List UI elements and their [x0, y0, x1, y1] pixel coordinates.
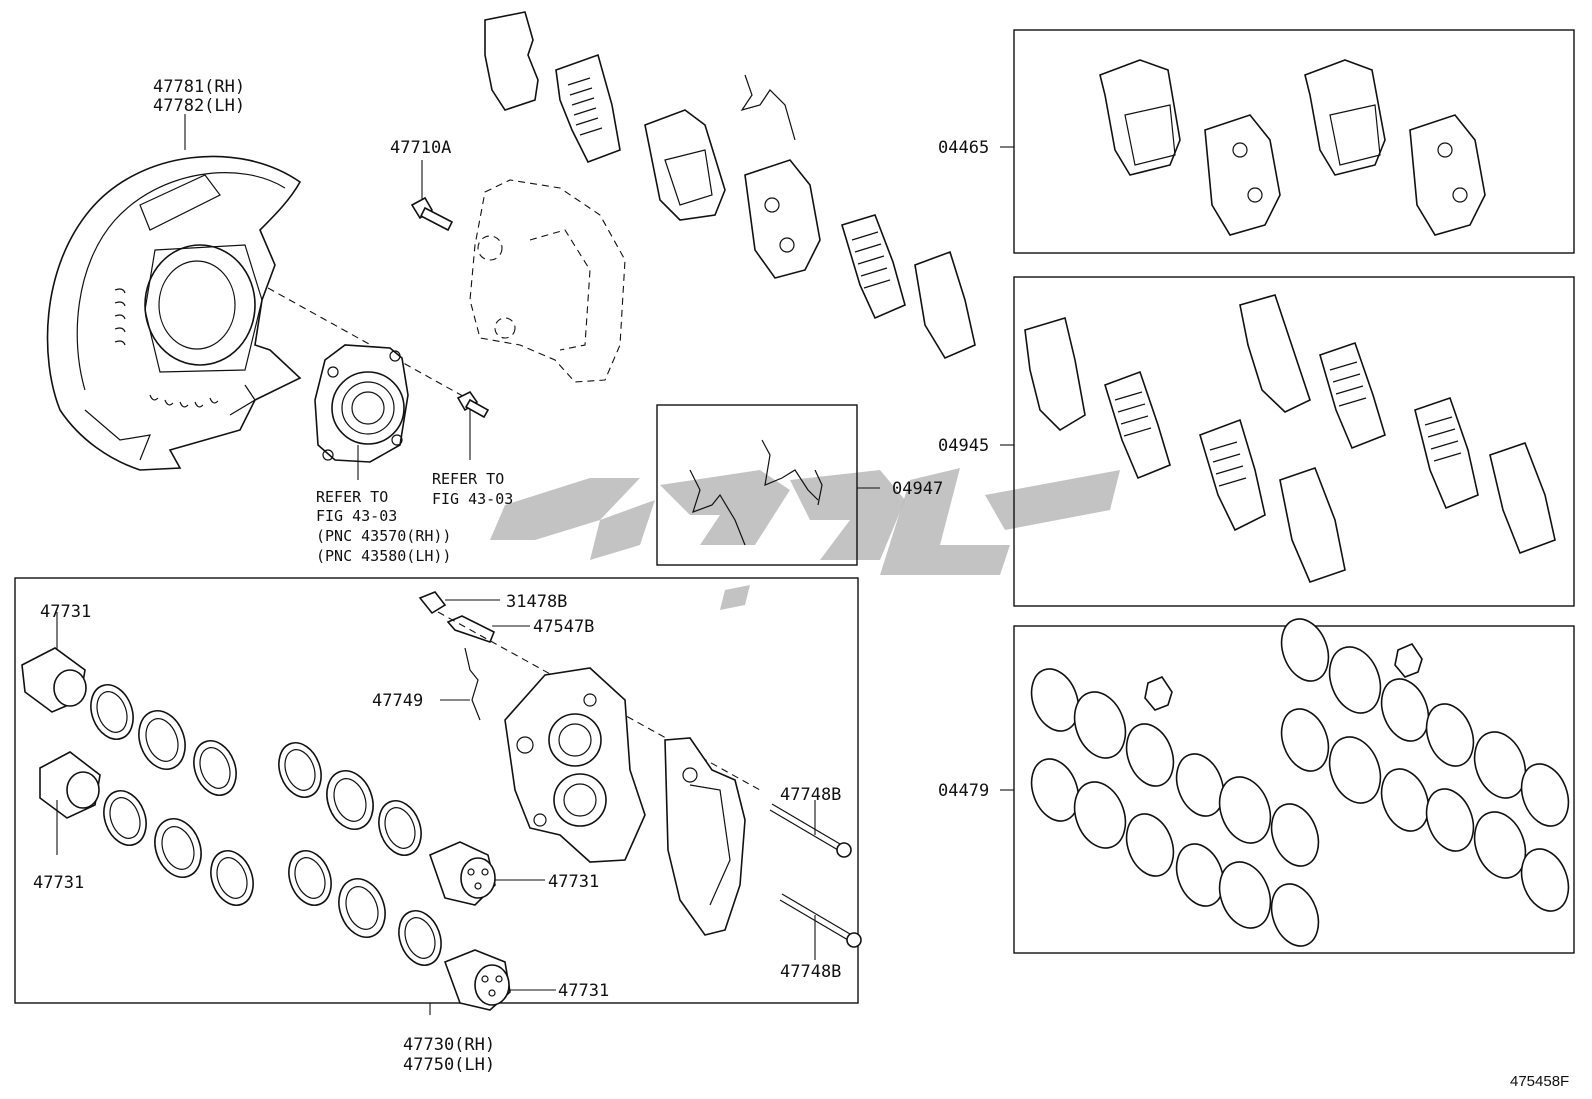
label-refer1-line1: REFER TO — [316, 488, 388, 506]
label-piston-bottom-left: 47731 — [33, 873, 84, 893]
label-pin-lower: 47748B — [780, 962, 841, 982]
box-04947 — [656, 404, 858, 566]
label-kit-04479: 04479 — [938, 781, 989, 801]
spring-47749 — [440, 647, 481, 721]
bolt-47710a — [410, 160, 454, 232]
top-pad-sequence — [484, 11, 976, 360]
label-bleeder-47547b: 47547B — [533, 617, 594, 637]
box-04945 — [1013, 276, 1575, 607]
label-cap-31478b: 31478B — [506, 592, 567, 612]
caliper-pad — [664, 737, 746, 936]
hub-bearing — [314, 344, 409, 463]
watermark-logo — [490, 468, 1120, 610]
pin-lower — [779, 893, 862, 960]
hub-bolt — [456, 390, 490, 460]
dust-cover — [46, 155, 302, 471]
bleeder-screw — [446, 615, 530, 644]
anti-rattle-clips — [689, 439, 823, 546]
caliper-body — [504, 667, 646, 863]
bleeder-cap — [418, 591, 500, 615]
piston-mid — [428, 841, 545, 906]
label-bolt-47710a: 47710A — [390, 138, 451, 158]
seal-rings-left — [90, 684, 254, 906]
label-pin-upper: 47748B — [780, 785, 841, 805]
box-04465 — [1013, 29, 1575, 254]
box-caliper-assembly — [14, 577, 859, 1004]
shims-04945 — [1024, 294, 1556, 583]
label-dust-cover-lh: 47782(LH) — [153, 96, 245, 116]
caliper-outline-upper — [469, 179, 626, 383]
label-spring-47749: 47749 — [372, 691, 423, 711]
label-refer1-line2: FIG 43-03 — [316, 507, 397, 525]
label-refer1-line3: (PNC 43570(RH)) — [316, 527, 451, 545]
pads-04465 — [1099, 59, 1486, 236]
label-kit-04465: 04465 — [938, 138, 989, 158]
label-piston-mid: 47731 — [548, 872, 599, 892]
label-piston-bottom: 47731 — [558, 981, 609, 1001]
label-kit-04945: 04945 — [938, 436, 989, 456]
dust-cover-axis — [267, 287, 471, 401]
label-caliper-lh: 47750(LH) — [403, 1055, 495, 1075]
label-refer2-line1: REFER TO — [432, 470, 504, 488]
seals-04479 — [1030, 618, 1570, 947]
label-refer1-line4: (PNC 43580(LH)) — [316, 547, 451, 565]
piston-bottom-left — [39, 751, 101, 855]
figure-id: 475458F — [1510, 1073, 1569, 1090]
seal-rings-middle — [278, 742, 442, 966]
label-caliper-rh: 47730(RH) — [403, 1035, 495, 1055]
label-dust-cover-rh: 47781(RH) — [153, 77, 245, 97]
piston-top-left — [21, 612, 87, 713]
label-refer2-line2: FIG 43-03 — [432, 490, 513, 508]
piston-bottom — [443, 949, 556, 1011]
pin-upper — [769, 800, 852, 858]
label-piston-top-left: 47731 — [40, 602, 91, 622]
label-kit-04947: 04947 — [892, 479, 943, 499]
